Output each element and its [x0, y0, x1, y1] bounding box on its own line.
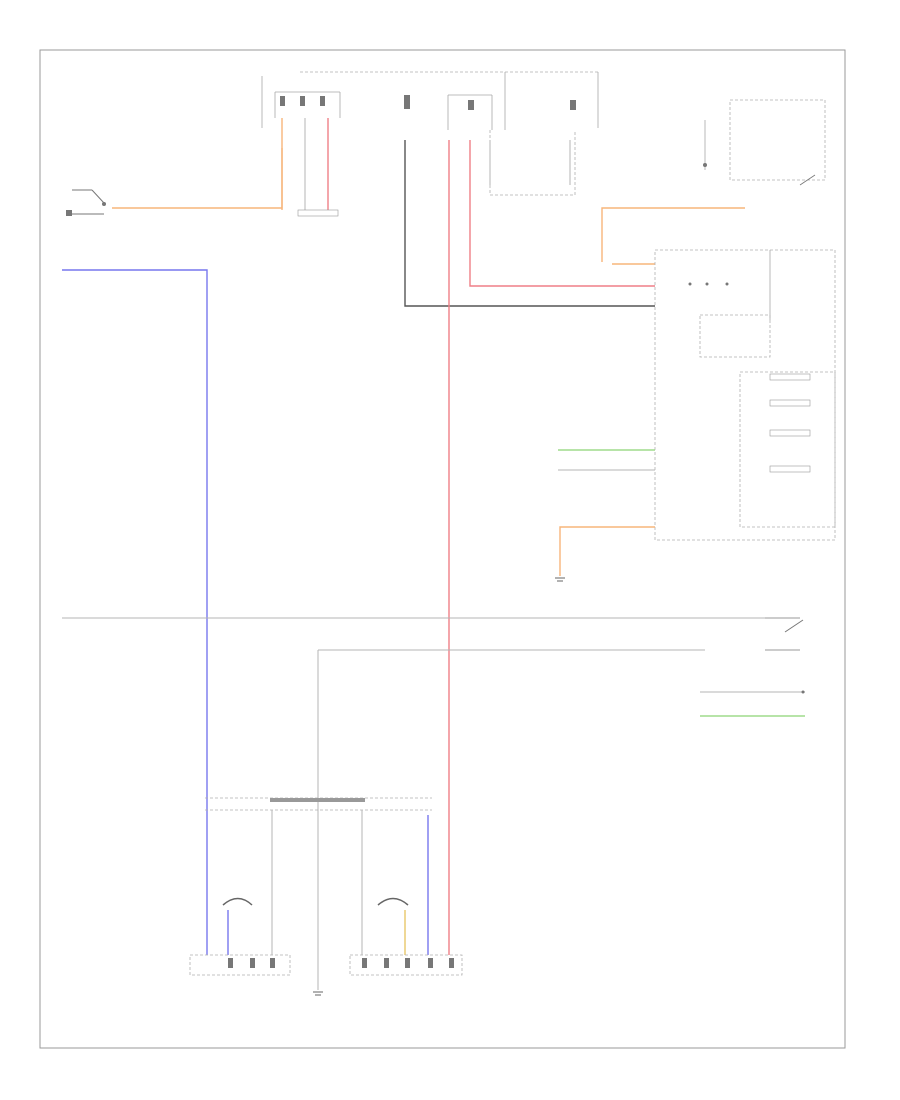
- fuse-top: [297, 209, 339, 217]
- relay-dash: [489, 130, 576, 196]
- ecu-bottom-left: [189, 897, 291, 976]
- relay-box: [404, 94, 576, 196]
- ground-bottom-center: [313, 991, 323, 996]
- wire-orange-1: [112, 148, 283, 209]
- junction-block-top: [261, 76, 341, 128]
- wire-red-1: [469, 140, 655, 287]
- switch-icon: [66, 189, 106, 216]
- wire-black: [404, 140, 655, 307]
- ground-icon: [313, 991, 323, 996]
- diagram-frame: [39, 49, 846, 1049]
- ground-icon: [555, 577, 565, 582]
- switch-right-top: [703, 99, 826, 186]
- ground-middle: [555, 577, 565, 582]
- power-switch: [66, 189, 106, 216]
- combination-meter: [654, 249, 836, 541]
- junction-connector: [205, 797, 432, 811]
- ecu-bottom-right: [349, 897, 463, 976]
- wire-blue-1: [62, 269, 208, 955]
- switch-right: [700, 617, 805, 694]
- wire-yellow-1: [559, 526, 655, 576]
- wire-orange-2: [601, 207, 745, 262]
